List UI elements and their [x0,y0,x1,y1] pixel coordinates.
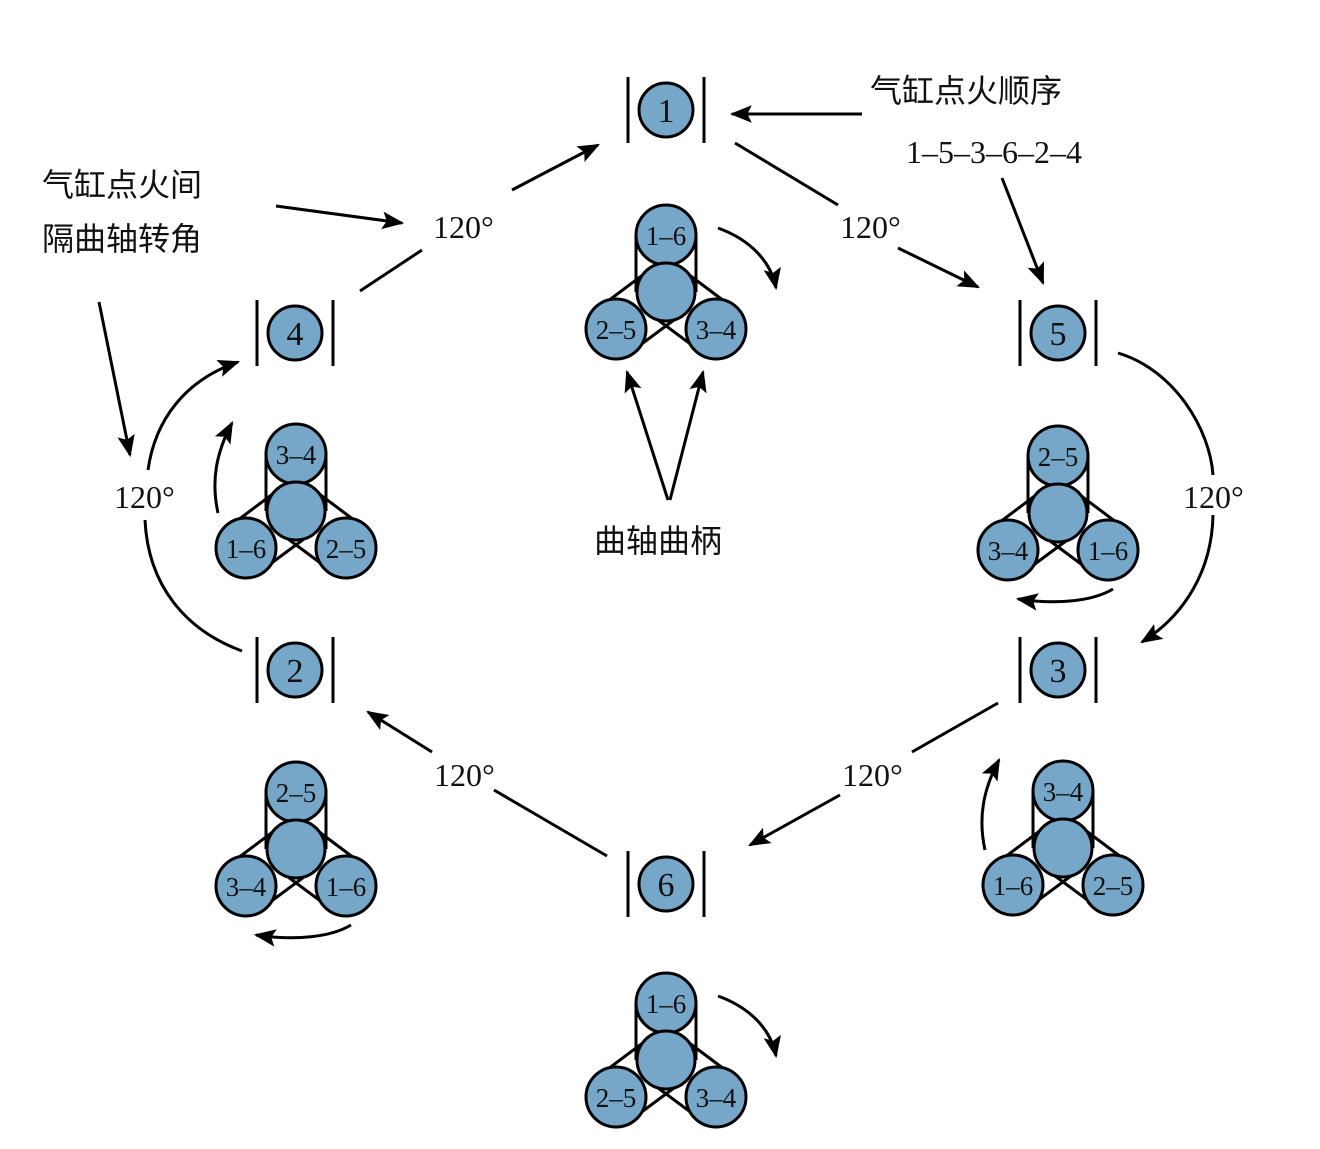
crankpin-right [1081,853,1145,917]
rotation-arrow [717,994,781,1059]
cylinder-number: 5 [1050,316,1067,353]
crankpin-label: 1–6 [226,534,267,564]
firing-order-sequence: 1–5–3–6–2–4 [906,134,1082,170]
crankpin-label: 2–5 [1093,871,1134,901]
firing-order-sequence-pointer [1000,177,1045,286]
crank-group-2: 2–5 3–4 1–6 [214,760,378,947]
crankpin-label: 1–6 [646,989,687,1019]
crankpin-label: 3–4 [988,536,1029,566]
rotation-arrow [1015,587,1114,611]
piston-circle [266,304,324,362]
crankpin-label: 3–4 [1043,777,1084,807]
crankpin-left [214,516,278,580]
crankpin-right [314,854,378,918]
firing-order-title: 气缸点火顺序 [870,73,1062,109]
rotation-arrow [253,923,352,947]
main-journal [1032,817,1094,879]
crankpin-label: 2–5 [1038,442,1079,472]
cylinder-number: 6 [658,867,675,904]
crank-group-1: 1–6 2–5 3–4 [584,203,781,361]
crankpin-label: 3–4 [696,1083,737,1113]
piston-circle [637,81,695,139]
cylinder-number: 4 [287,316,304,353]
angle-label-6-2: 120° [434,757,495,793]
cylinder-number: 1 [658,93,675,130]
cylinder-number: 3 [1050,653,1067,690]
crankpin-left [976,518,1040,582]
angle-label-3-6: 120° [842,757,903,793]
crankpin-label: 1–6 [1088,536,1129,566]
piston-circle [1029,641,1087,699]
angle-label-5-3: 120° [1183,479,1244,515]
cylinder-3: 3 [1018,637,1098,703]
arrow-5-to-3-a [1117,351,1215,476]
main-journal [1027,482,1089,544]
crankpin-label: 1–6 [646,221,687,251]
angle-label-1-5: 120° [840,209,901,245]
cylinder-1: 1 [626,77,706,143]
crankpin-label: 2–5 [596,1083,637,1113]
crankpin-label: 1–6 [993,871,1034,901]
crank-group-6: 1–6 2–5 3–4 [584,971,781,1129]
crank-throw-label: 曲轴曲柄 [594,523,722,559]
crankpin-label: 1–6 [326,872,367,902]
arrow-1-to-5-b [897,246,980,289]
crankpin-label: 3–4 [226,872,267,902]
crankpin-label: 2–5 [276,778,317,808]
crank-group-3: 3–4 1–6 2–5 [980,758,1145,917]
arrow-4-to-1-b [511,143,600,192]
crank-throw-pointer-right [668,369,707,501]
cylinder-2: 2 [255,637,335,703]
cylinder-number: 2 [287,653,304,690]
crankpin-left [584,1065,648,1129]
interval-pointer-top [275,204,405,230]
crankpin-right [314,516,378,580]
main-journal [635,261,697,323]
piston-circle [637,855,695,913]
crankpin-left [214,854,278,918]
cylinder-5: 5 [1018,300,1098,366]
crankpin-right [1076,518,1140,582]
crankpin-label: 3–4 [696,315,737,345]
cylinder-6: 6 [626,851,706,917]
crankpin-label: 2–5 [596,315,637,345]
main-journal [635,1029,697,1091]
piston-circle [266,641,324,699]
transition-arrows [143,141,1215,858]
interval-angle-label-line2: 隔曲轴转角 [42,221,202,257]
cylinder-4: 4 [255,300,335,366]
arrow-6-to-2-a [493,788,608,858]
arrow-1-to-5-a [734,141,839,207]
interval-pointer-left [97,301,135,458]
rotation-arrow [717,226,781,291]
main-journal [265,818,327,880]
crankpin-left [981,853,1045,917]
rotation-arrow [980,758,1001,851]
arrow-5-to-3-b [1140,514,1215,644]
crankpin-label: 2–5 [326,534,367,564]
crank-group-4: 3–4 1–6 2–5 [213,421,378,580]
crankpin-left [584,297,648,361]
arrow-2-to-4-a [143,519,243,653]
arrow-6-to-2-b [366,710,433,754]
crankpin-label: 3–4 [276,440,317,470]
crank-group-5: 2–5 3–4 1–6 [976,424,1140,611]
arrow-3-to-6-b [748,793,841,847]
main-journal [265,480,327,542]
crank-throw-pointer-left [624,369,670,501]
piston-circle [1029,304,1087,362]
arrow-4-to-1-a [359,248,423,293]
angle-label-2-4: 120° [114,479,175,515]
rotation-arrow [213,421,234,514]
interval-angle-label-line1: 气缸点火间 [42,167,202,203]
crankpin-right [684,297,748,361]
crankpin-right [684,1065,748,1129]
angle-label-4-1: 120° [433,209,494,245]
arrow-3-to-6-a [911,701,999,754]
arrow-2-to-4-b [146,360,241,471]
